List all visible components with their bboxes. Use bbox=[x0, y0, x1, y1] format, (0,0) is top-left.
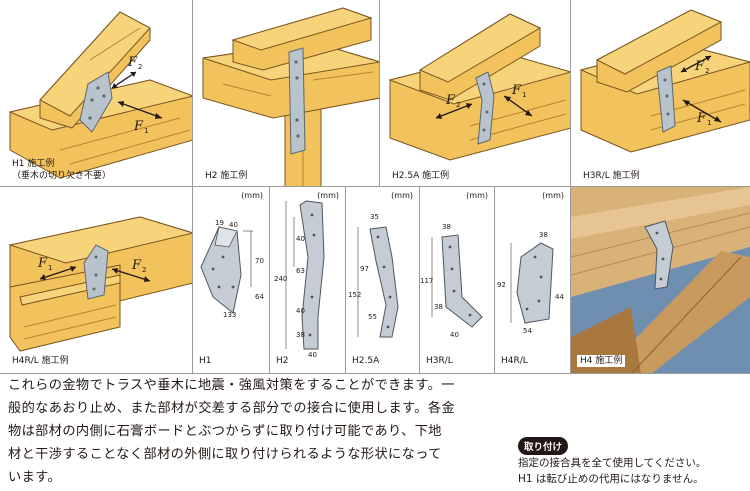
description-line: これらの金物でトラスや垂木に地震・強風対策をすることができます。一 bbox=[8, 378, 455, 393]
drawing-h25a: (mm) 35 97 152 55 H2.5A bbox=[346, 187, 420, 374]
h25a-illustration: F 2 F 1 bbox=[388, 13, 570, 161]
svg-text:1: 1 bbox=[48, 264, 52, 272]
svg-text:19: 19 bbox=[215, 219, 224, 227]
figure-h3rl-installation: F 2 F 1 H3R/L 施工例 bbox=[571, 0, 750, 187]
svg-text:2: 2 bbox=[456, 101, 460, 109]
installation-note-line: 指定の接合具を全て使用してください。 bbox=[518, 457, 707, 469]
svg-text:38: 38 bbox=[296, 331, 305, 339]
h3rl-caption: H3R/L 施工例 bbox=[583, 171, 640, 181]
figure-h25a-installation: F 2 F 1 H2.5A 施工例 bbox=[380, 0, 571, 187]
h25a-drawing-label: H2.5A bbox=[352, 356, 380, 366]
h1-drawing-label: H1 bbox=[199, 356, 212, 366]
svg-text:55: 55 bbox=[368, 313, 377, 321]
svg-text:2: 2 bbox=[142, 266, 146, 274]
h2-drawing-label: H2 bbox=[276, 356, 289, 366]
svg-text:97: 97 bbox=[360, 265, 369, 273]
h3rl-force-1-label: F bbox=[696, 111, 707, 126]
h4-photo-caption: H4 施工例 bbox=[577, 355, 626, 367]
h4rl-part-drawing: 38 92 44 54 bbox=[497, 231, 564, 335]
svg-text:40: 40 bbox=[296, 307, 305, 315]
svg-text:38: 38 bbox=[442, 223, 451, 231]
drawing-h1: (mm) 19 40 70 64 133 H1 bbox=[193, 187, 270, 374]
h1-part-drawing: 19 40 70 64 133 bbox=[200, 219, 264, 319]
description-line: 物は部材の内側に石膏ボードとぶつからずに取り付け可能であり、下地 bbox=[8, 424, 442, 439]
unit-label: (mm) bbox=[317, 191, 339, 200]
svg-text:40: 40 bbox=[308, 351, 317, 359]
svg-text:64: 64 bbox=[255, 293, 264, 301]
svg-text:2: 2 bbox=[138, 63, 142, 71]
svg-text:38: 38 bbox=[539, 231, 548, 239]
h25a-force-1-label: F bbox=[511, 83, 522, 98]
h3rl-illustration: F 2 F 1 bbox=[579, 9, 750, 153]
figure-h2-installation: H2 施工例 bbox=[193, 0, 380, 187]
drawing-h3rl: (mm) 38 117 38 40 H3R/L bbox=[420, 187, 495, 374]
h1-illustration: F 2 F 1 bbox=[8, 11, 192, 179]
svg-text:40: 40 bbox=[450, 331, 459, 339]
h2-caption: H2 施工例 bbox=[205, 171, 248, 181]
h25a-caption: H2.5A 施工例 bbox=[392, 171, 450, 181]
h25a-force-2-label: F bbox=[445, 93, 456, 108]
description-text: これらの金物でトラスや垂木に地震・強風対策をすることができます。一 般的なあおり… bbox=[8, 374, 504, 489]
svg-text:152: 152 bbox=[348, 291, 361, 299]
svg-text:38: 38 bbox=[434, 303, 443, 311]
svg-text:117: 117 bbox=[420, 277, 433, 285]
unit-label: (mm) bbox=[391, 191, 413, 200]
description-line: 般的なあおり止め、また部材が交差する部分での接合に使用します。各金 bbox=[8, 401, 456, 416]
installation-badge: 取り付け bbox=[518, 437, 569, 455]
h2-illustration bbox=[202, 7, 379, 186]
svg-text:1: 1 bbox=[522, 91, 526, 99]
h4rl-drawing-label: H4R/L bbox=[501, 356, 528, 366]
svg-text:1: 1 bbox=[144, 127, 148, 135]
unit-label: (mm) bbox=[241, 191, 263, 200]
figure-h4-photo: H4 施工例 bbox=[571, 187, 750, 374]
installation-note-line: H1 は転び止めの代用にはなりません。 bbox=[518, 473, 704, 485]
h3rl-force-2-label: F bbox=[694, 59, 705, 74]
svg-text:35: 35 bbox=[370, 213, 379, 221]
installation-notes: 指定の接合具を全て使用してください。 H1 は転び止めの代用にはなりません。 bbox=[518, 455, 706, 487]
unit-label: (mm) bbox=[542, 191, 564, 200]
h1-caption: H1 施工例 bbox=[12, 159, 55, 169]
svg-text:2: 2 bbox=[705, 67, 709, 75]
svg-text:92: 92 bbox=[497, 281, 506, 289]
svg-text:1: 1 bbox=[707, 119, 711, 127]
svg-text:133: 133 bbox=[223, 311, 236, 319]
h1-caption-note: （垂木の切り欠き不要） bbox=[12, 171, 112, 181]
svg-text:63: 63 bbox=[296, 267, 305, 275]
figure-h1-installation: F 2 F 1 H1 施工例 （垂木の切り欠き不要） bbox=[0, 0, 193, 187]
h1-force-1-label: F bbox=[133, 119, 144, 134]
figure-h4rl-installation: F 1 F 2 H4R/L 施工例 bbox=[0, 187, 193, 374]
drawing-h4rl: (mm) 38 92 44 54 H4R/L bbox=[495, 187, 571, 374]
unit-label: (mm) bbox=[466, 191, 488, 200]
h4rl-force-2-label: F bbox=[131, 258, 142, 273]
h4rl-illustration: F 1 F 2 bbox=[8, 216, 192, 352]
svg-text:40: 40 bbox=[296, 235, 305, 243]
svg-text:44: 44 bbox=[555, 293, 564, 301]
description-line: 材と干渉することなく部材の外側に取り付けられるような形状になって bbox=[8, 447, 442, 462]
h25a-part-drawing: 35 97 152 55 bbox=[348, 213, 399, 338]
svg-text:54: 54 bbox=[523, 327, 532, 335]
h3rl-drawing-label: H3R/L bbox=[426, 356, 453, 366]
h4rl-force-1-label: F bbox=[37, 256, 48, 271]
h3rl-part-drawing: 38 117 38 40 bbox=[420, 223, 483, 339]
svg-text:70: 70 bbox=[255, 257, 264, 265]
h2-part-drawing: 40 63 240 40 38 40 bbox=[274, 200, 325, 359]
svg-text:240: 240 bbox=[274, 275, 287, 283]
description-line: います。 bbox=[8, 470, 62, 485]
svg-text:40: 40 bbox=[229, 221, 238, 229]
drawing-h2: (mm) 40 63 240 40 38 40 H2 bbox=[270, 187, 346, 374]
h4-photo-illustration bbox=[571, 187, 750, 373]
h1-force-2-label: F bbox=[127, 55, 138, 70]
h4rl-caption: H4R/L 施工例 bbox=[12, 356, 69, 366]
